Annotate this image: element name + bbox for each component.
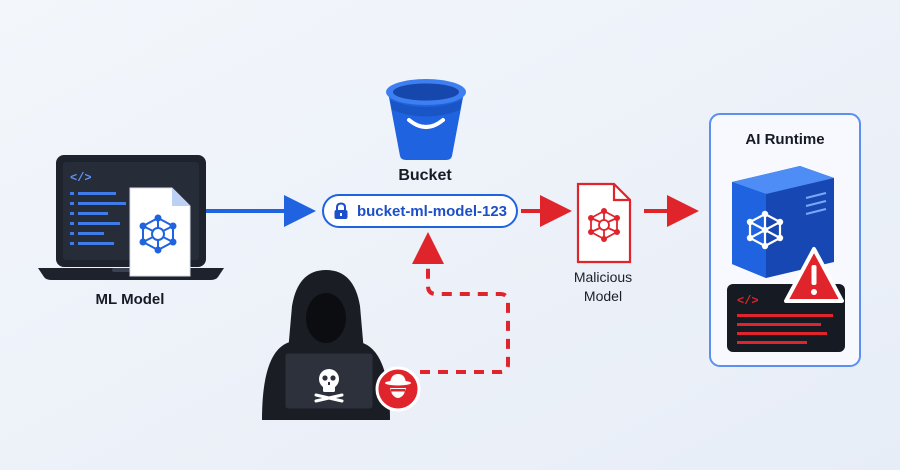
malicious-model-file-icon	[576, 182, 632, 264]
model-file-icon	[129, 187, 191, 277]
bucket-icon	[386, 79, 466, 160]
bucket-name: bucket-ml-model-123	[356, 202, 508, 220]
svg-text:</>: </>	[70, 171, 92, 185]
bucket-name-pill: bucket-ml-model-123	[322, 194, 518, 228]
malicious-model-label-line2: Model	[583, 288, 623, 304]
bucket-label: Bucket	[398, 167, 452, 184]
svg-text:</>: </>	[737, 294, 759, 308]
malicious-model-label-line1: Malicious	[573, 269, 633, 285]
ml-model-label: ML Model	[95, 291, 165, 308]
warning-icon	[784, 247, 844, 303]
ai-runtime-label: AI Runtime	[745, 131, 825, 148]
attack-path-arrow	[412, 232, 510, 374]
skull-icon	[314, 369, 344, 403]
spy-badge-icon	[375, 366, 421, 412]
server-icon	[732, 166, 834, 278]
lock-icon	[334, 202, 348, 219]
